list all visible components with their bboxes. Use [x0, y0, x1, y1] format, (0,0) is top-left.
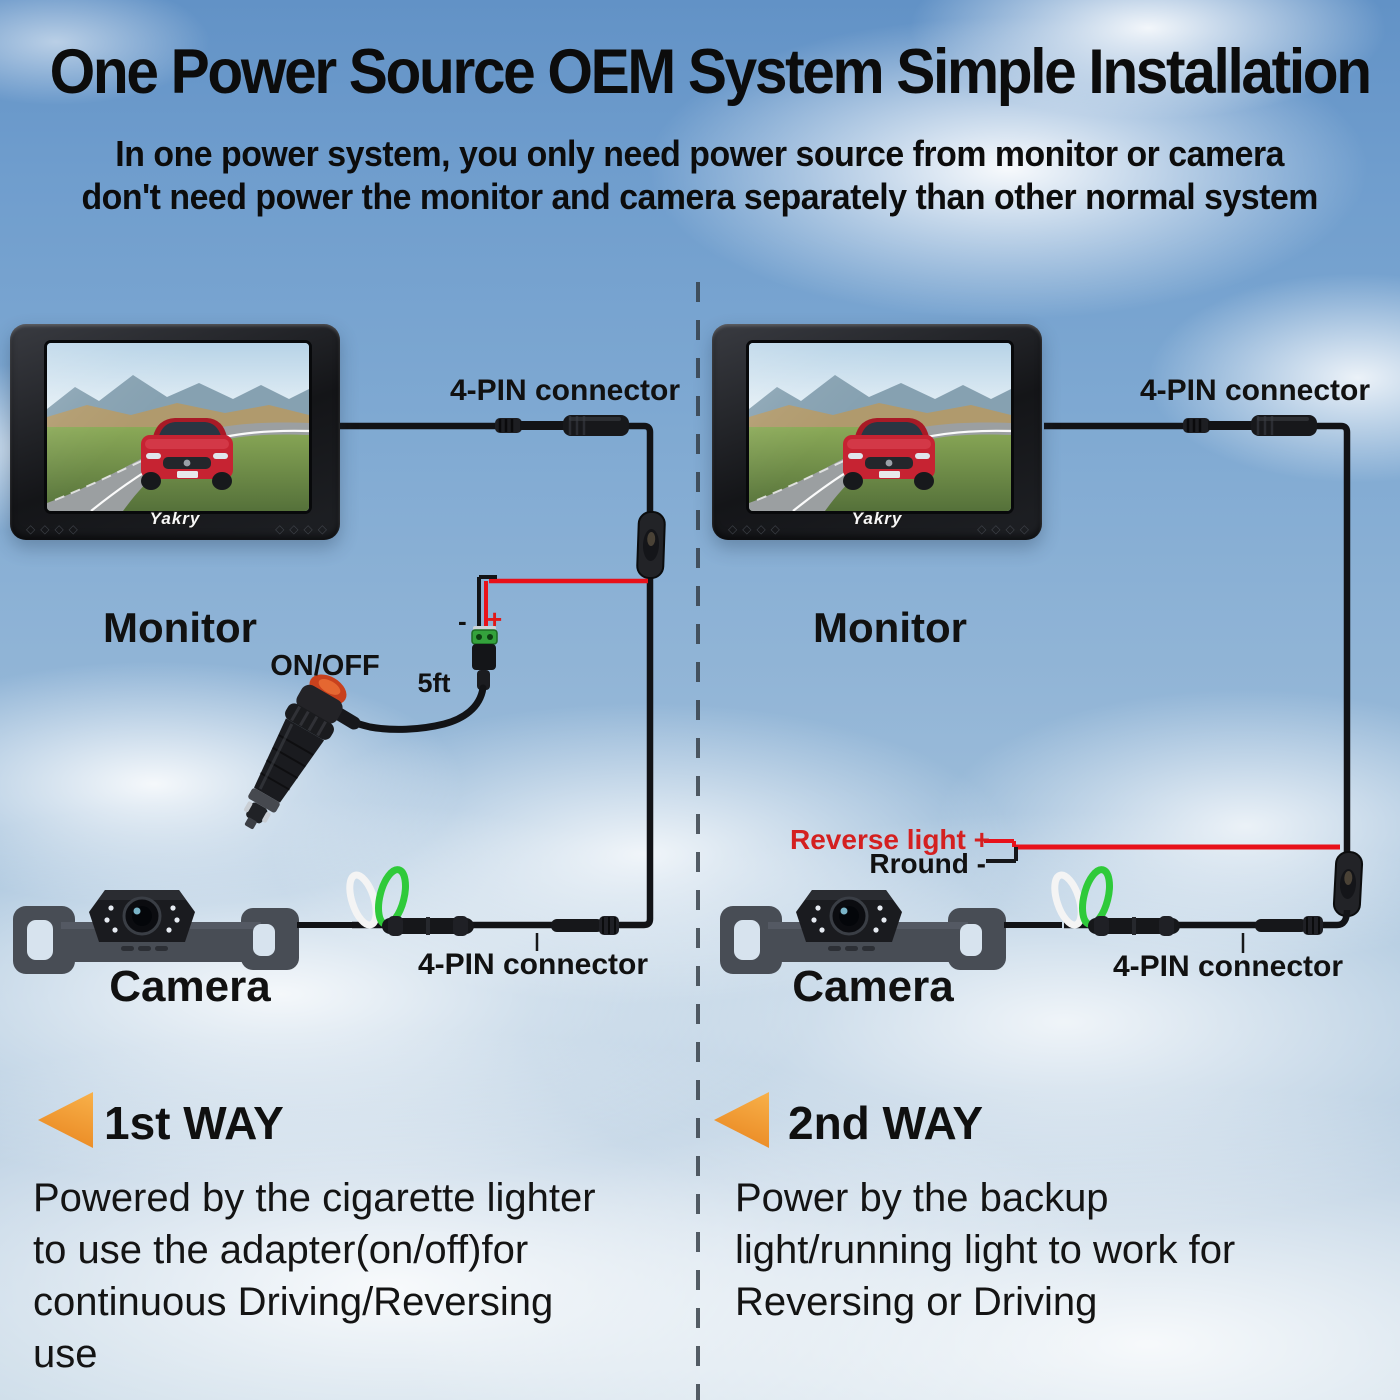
description-line: light/running light to work for	[735, 1228, 1236, 1272]
description-line: Reversing or Driving	[735, 1280, 1098, 1324]
left-top-connector-label: 4-PIN connector	[449, 374, 681, 407]
bezel-diamond-pattern: ◇◇◇◇	[977, 522, 1034, 536]
column-divider	[696, 282, 700, 1400]
backup-monitor: Yakry ◇◇◇◇ ◇◇◇◇	[10, 324, 340, 540]
license-plate-camera	[13, 890, 355, 974]
left-monitor-label: Monitor	[103, 604, 257, 651]
left-bottom-connector-label: 4-PIN connector	[417, 948, 649, 981]
terminal-minus-label: -	[458, 606, 467, 636]
description-line: continuous Driving/Reversing	[33, 1280, 554, 1324]
monitor-brand-logo: Yakry	[149, 509, 201, 528]
red-suv-icon	[141, 418, 233, 490]
second-way-description: Power by the backup light/running light …	[735, 1172, 1395, 1328]
onoff-switch-label: ON/OFF	[270, 650, 380, 682]
bezel-diamond-pattern: ◇◇◇◇	[275, 522, 332, 536]
first-way-heading: 1st WAY	[104, 1097, 284, 1149]
terminal-plus-label: +	[487, 604, 503, 634]
camera-head	[796, 890, 902, 951]
monitor-screen-scene	[47, 343, 309, 511]
right-top-connector-label: 4-PIN connector	[1139, 374, 1371, 407]
description-line: use	[33, 1332, 98, 1376]
monitor-screen	[746, 340, 1014, 514]
cable-length-label: 5ft	[417, 668, 451, 698]
left-camera-label: Camera	[109, 962, 271, 1011]
description-line: Power by the backup	[735, 1176, 1109, 1220]
reverse-light-label: Reverse light +	[790, 824, 990, 855]
right-camera-label: Camera	[792, 962, 954, 1011]
subtitle-line-1: In one power system, you only need power…	[115, 133, 1285, 174]
ground-label: Rround -	[869, 848, 986, 879]
right-monitor-label: Monitor	[813, 604, 967, 651]
second-way-heading: 2nd WAY	[788, 1097, 984, 1149]
monitor-screen	[44, 340, 312, 514]
page-title: One Power Source OEM System Simple Insta…	[49, 37, 1372, 107]
bezel-diamond-pattern: ◇◇◇◇	[26, 522, 83, 536]
backup-monitor: Yakry ◇◇◇◇ ◇◇◇◇	[712, 324, 1042, 540]
description-line: Powered by the cigarette lighter	[33, 1176, 596, 1220]
bezel-diamond-pattern: ◇◇◇◇	[728, 522, 785, 536]
license-plate-camera	[720, 890, 1062, 974]
red-suv-icon	[843, 418, 935, 490]
monitor-screen-scene	[749, 343, 1011, 511]
subtitle-line-2: don't need power the monitor and camera …	[81, 176, 1319, 217]
camera-head	[89, 890, 195, 951]
right-bottom-connector-label: 4-PIN connector	[1112, 950, 1344, 983]
description-line: to use the adapter(on/off)for	[33, 1228, 529, 1272]
first-way-description: Powered by the cigarette lighter to use …	[33, 1172, 703, 1380]
monitor-brand-logo: Yakry	[851, 509, 903, 528]
